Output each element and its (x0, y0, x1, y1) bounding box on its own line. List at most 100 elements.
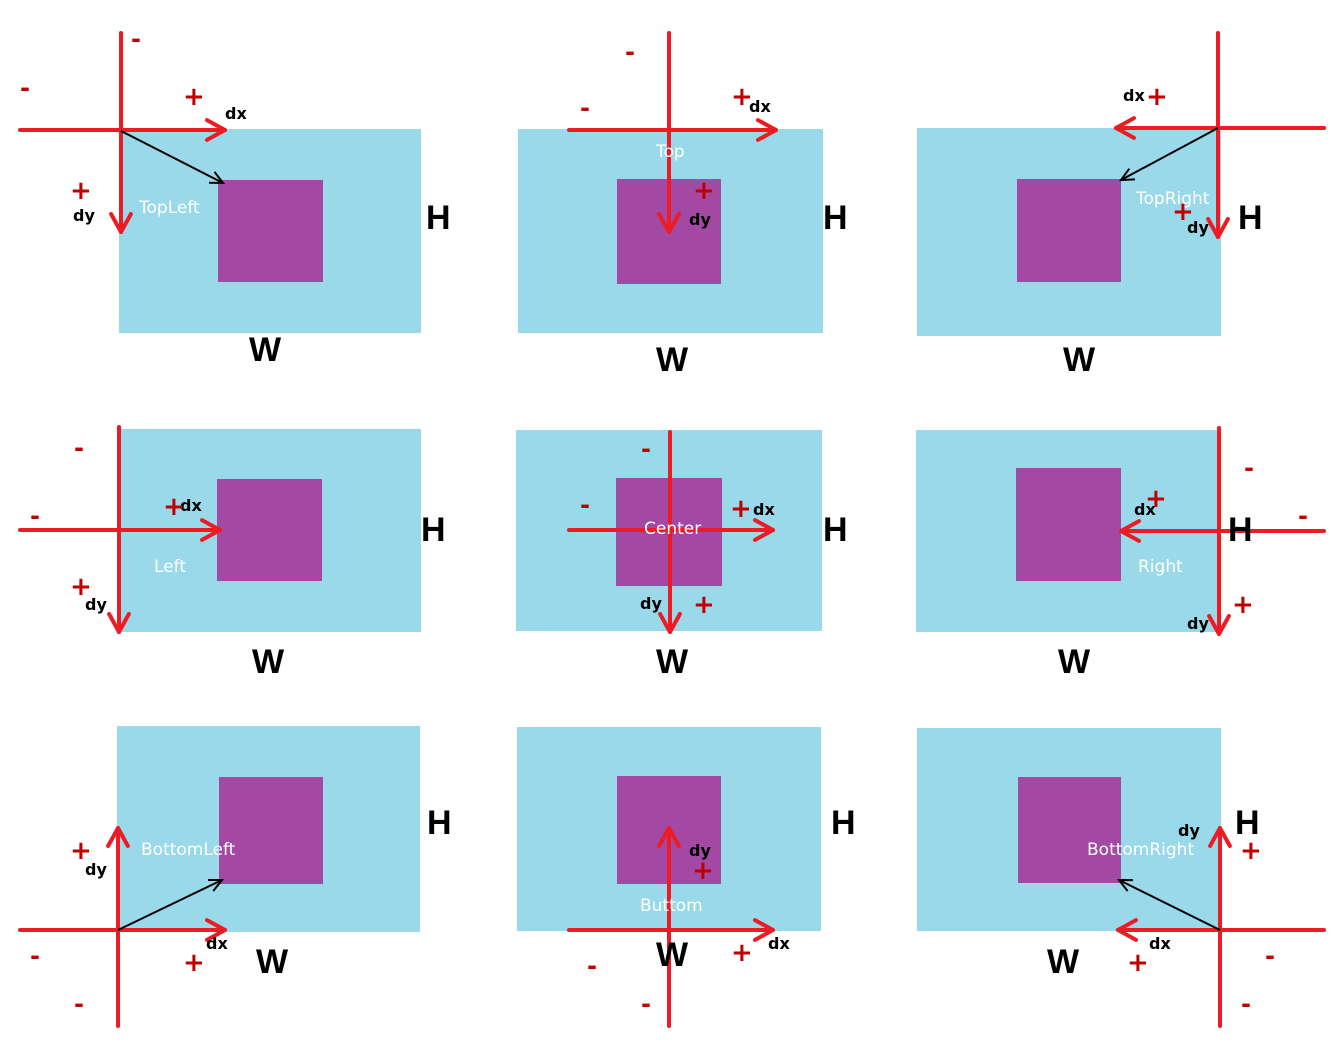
panel-3-offset-vector (1120, 127, 1219, 181)
panel-1-dx-arrow-icon (205, 118, 227, 142)
panel-3-plus-sign-1: + (1146, 82, 1168, 112)
panel-9-plus-sign-1: + (1240, 836, 1262, 866)
panel-3-dx-arrow-icon (1114, 116, 1136, 140)
panel-8-minus-sign-1: - (587, 952, 597, 980)
panel-9-minus-sign-2: - (1241, 990, 1251, 1018)
panel-4-plus-sign-1: + (163, 492, 185, 522)
panel-9-width-label: W (1047, 943, 1080, 981)
panel-8-plus-sign-2: + (731, 938, 753, 968)
panel-6-height-label: H (1228, 511, 1253, 549)
panel-9-dx-arrow-icon (1116, 918, 1138, 942)
panel-5-plus-sign-1: + (730, 494, 752, 524)
panel-4-dy-arrow-icon (107, 612, 131, 634)
panel-7-plus-sign-1: + (183, 948, 205, 978)
panel-9-plus-sign-2: + (1127, 948, 1149, 978)
panel-5-minus-sign-1: - (580, 491, 590, 519)
panel-4-minus-sign-2: - (74, 434, 84, 462)
panel-2-anchor-label: Top (656, 142, 685, 162)
panel-2-dy-label: dy (689, 210, 711, 229)
panel-8-width-label: W (656, 936, 689, 974)
panel-2-minus-sign-2: - (625, 38, 635, 66)
panel-8-height-label: H (831, 804, 856, 842)
panel-4-dx-label: dx (180, 496, 202, 515)
panel-5-dy-arrow-icon (658, 612, 682, 634)
panel-1-dy-arrow-icon (109, 212, 133, 234)
panel-7-anchor-label: BottomLeft (141, 840, 236, 860)
panel-5-dy-label: dy (640, 594, 662, 613)
panel-1-anchor-label: TopLeft (139, 198, 200, 218)
panel-7-plus-sign-2: + (70, 836, 92, 866)
panel-2-minus-sign-1: - (580, 94, 590, 122)
panel-3-dy-arrow-icon (1206, 217, 1230, 239)
panel-1-offset-vector-head (208, 171, 226, 185)
panel-2-plus-sign-1: + (731, 82, 753, 112)
panel-2-dx-label: dx (749, 97, 771, 116)
panel-5-minus-sign-2: - (641, 435, 651, 463)
panel-1-dx-label: dx (225, 104, 247, 123)
panel-7-dx-arrow-icon (205, 918, 227, 942)
panel-9-dy-label: dy (1178, 821, 1200, 840)
panel-5-dx-label: dx (753, 500, 775, 519)
panel-8-dx-arrow-icon (753, 918, 775, 942)
panel-1-dy-label: dy (73, 206, 95, 225)
panel-4-element-rect (217, 479, 322, 581)
panel-1-element-rect (218, 180, 323, 282)
panel-6-plus-sign-2: + (1232, 590, 1254, 620)
panel-2-dy-arrow-icon (657, 212, 681, 234)
panel-6-width-label: W (1058, 643, 1091, 681)
panel-6-anchor-label: Right (1138, 557, 1183, 577)
panel-9-element-rect (1018, 777, 1121, 883)
panel-4-anchor-label: Left (154, 557, 186, 577)
panel-9-dx-label: dx (1149, 934, 1171, 953)
panel-2-dx-arrow-icon (756, 118, 778, 142)
panel-7-element-rect (219, 777, 323, 884)
panel-3-dy-label: dy (1187, 218, 1209, 237)
panel-9-dy-arrow-icon (1208, 826, 1232, 848)
panel-6-plus-sign-1: + (1145, 484, 1167, 514)
panel-1-height-label: H (426, 199, 451, 237)
panel-3-width-label: W (1063, 341, 1096, 379)
panel-5-anchor-label: Center (644, 519, 702, 539)
panel-3-offset-vector-head (1118, 168, 1136, 182)
panel-2-width-label: W (656, 341, 689, 379)
panel-9-offset-vector-head (1116, 878, 1134, 892)
panel-1-plus-sign-1: + (183, 82, 205, 112)
panel-4-dx-arrow-icon (200, 518, 222, 542)
panel-1-width-label: W (249, 331, 282, 369)
panel-7-dy-label: dy (85, 860, 107, 879)
panel-9-offset-vector (1118, 879, 1221, 931)
panel-9-anchor-label: BottomRight (1087, 840, 1195, 860)
panel-3-anchor-label: TopRight (1136, 189, 1210, 209)
panel-2-plus-sign-2: + (693, 176, 715, 206)
panel-4-plus-sign-2: + (70, 572, 92, 602)
panel-5-width-label: W (656, 643, 689, 681)
panel-1-plus-sign-2: + (70, 176, 92, 206)
panel-8-dx-label: dx (768, 934, 790, 953)
panel-5-height-label: H (823, 511, 848, 549)
panel-4-width-label: W (252, 643, 285, 681)
panel-3-plus-sign-2: + (1172, 197, 1194, 227)
panel-6-minus-sign-1: - (1244, 454, 1254, 482)
panel-6-dx-label: dx (1134, 500, 1156, 519)
panel-1-minus-sign-1: - (20, 74, 30, 102)
panel-3-height-label: H (1238, 199, 1263, 237)
panel-5-dx-arrow-icon (753, 518, 775, 542)
panel-5-plus-sign-2: + (693, 590, 715, 620)
panel-6-minus-sign-2: - (1298, 502, 1308, 530)
panel-7-minus-sign-1: - (30, 942, 40, 970)
panel-7-dx-label: dx (206, 934, 228, 953)
panel-1-minus-sign-2: - (131, 25, 141, 53)
panel-8-dy-arrow-icon (657, 826, 681, 848)
panel-6-dx-arrow-icon (1119, 519, 1141, 543)
panel-6-dy-arrow-icon (1207, 614, 1231, 636)
panel-8-dy-label: dy (689, 841, 711, 860)
panel-4-height-label: H (421, 511, 446, 549)
panel-8-minus-sign-2: - (641, 990, 651, 1018)
panel-7-dy-arrow-icon (106, 826, 130, 848)
panel-8-anchor-label: Buttom (640, 896, 703, 916)
panel-6-element-rect (1016, 468, 1121, 581)
panel-3-element-rect (1017, 179, 1121, 282)
panel-3-dx-label: dx (1123, 86, 1145, 105)
panel-1-offset-vector (120, 130, 224, 184)
